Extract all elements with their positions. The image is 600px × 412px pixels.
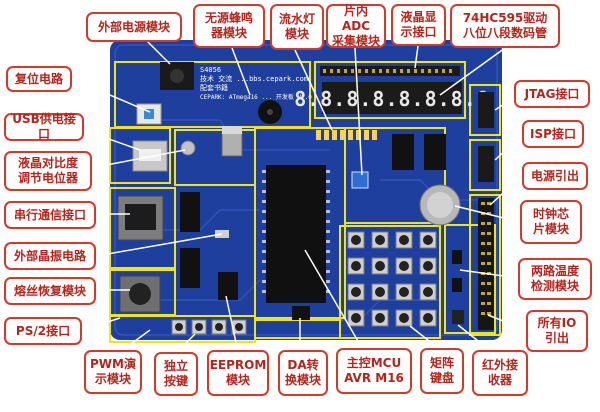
label-eeprom: EEPROM 模块 — [207, 350, 269, 396]
label-mcu: 主控MCU AVR M16 — [336, 348, 412, 394]
leader-lines — [71, 25, 527, 355]
label-pwm: PWM演 示模块 — [84, 350, 142, 394]
label-ext-power: 外部电源模块 — [86, 12, 182, 42]
label-fuse: 熔丝恢复模块 — [4, 277, 96, 305]
label-led-flow: 流水灯 模块 — [270, 4, 324, 50]
silk-line: S4056 — [200, 66, 221, 74]
led-row — [316, 130, 377, 140]
label-matrix-keys: 矩阵 键盘 — [420, 348, 464, 394]
label-power-out: 电源引出 — [522, 162, 588, 190]
chip-74hc595 — [392, 134, 414, 170]
isp-header — [478, 146, 494, 182]
io-header — [478, 198, 494, 330]
label-dac: DA转 换模块 — [278, 350, 328, 396]
chip-74hc595 — [424, 134, 446, 170]
jtag-header — [478, 92, 494, 128]
label-lcd-contrast: 液晶对比度 调节电位器 — [4, 151, 92, 191]
label-buzzer: 无源蜂鸣 器模块 — [193, 4, 265, 48]
label-serial: 串行通信接口 — [4, 201, 96, 229]
silk-line: 配套书籍 — [200, 83, 228, 92]
label-jtag: JTAG接口 — [514, 80, 590, 108]
label-io-out: 所有IO 引出 — [526, 310, 588, 352]
label-clock-chip: 时钟芯 片模块 — [520, 200, 582, 244]
label-reset: 复位电路 — [6, 66, 72, 92]
label-adc: 片内ADC 采集模块 — [326, 4, 386, 48]
label-usb-power: USB供电接口 — [4, 112, 84, 141]
silk-line: 技术 交流 ...bbs.cepark.com — [200, 74, 308, 83]
label-keys: 独立 按键 — [154, 352, 198, 396]
seg-display — [322, 82, 462, 114]
seg-display-digits: 8.8.8.8.8.8.8.8 — [294, 87, 490, 111]
label-lcd-port: 液晶显 示接口 — [391, 4, 446, 46]
label-ext-crystal: 外部晶振电路 — [4, 242, 96, 270]
label-ir: 红外接 收器 — [472, 350, 528, 396]
label-seg-driver: 74HC595驱动 八位八段数码管 — [450, 4, 560, 48]
ir-receiver-part — [452, 310, 464, 324]
label-ps2: PS/2接口 — [4, 317, 82, 345]
module-outlines — [109, 61, 501, 343]
label-isp: ISP接口 — [522, 120, 584, 148]
lcd-header — [320, 66, 460, 76]
matrix-keypad — [347, 231, 437, 327]
mcu-chip — [266, 165, 326, 303]
usb-connector — [132, 140, 168, 172]
silk-line: CEPARK: ATmega16 ... 开发板 V2.0 — [200, 93, 312, 101]
label-temp: 两路温度 检测模块 — [518, 258, 592, 300]
